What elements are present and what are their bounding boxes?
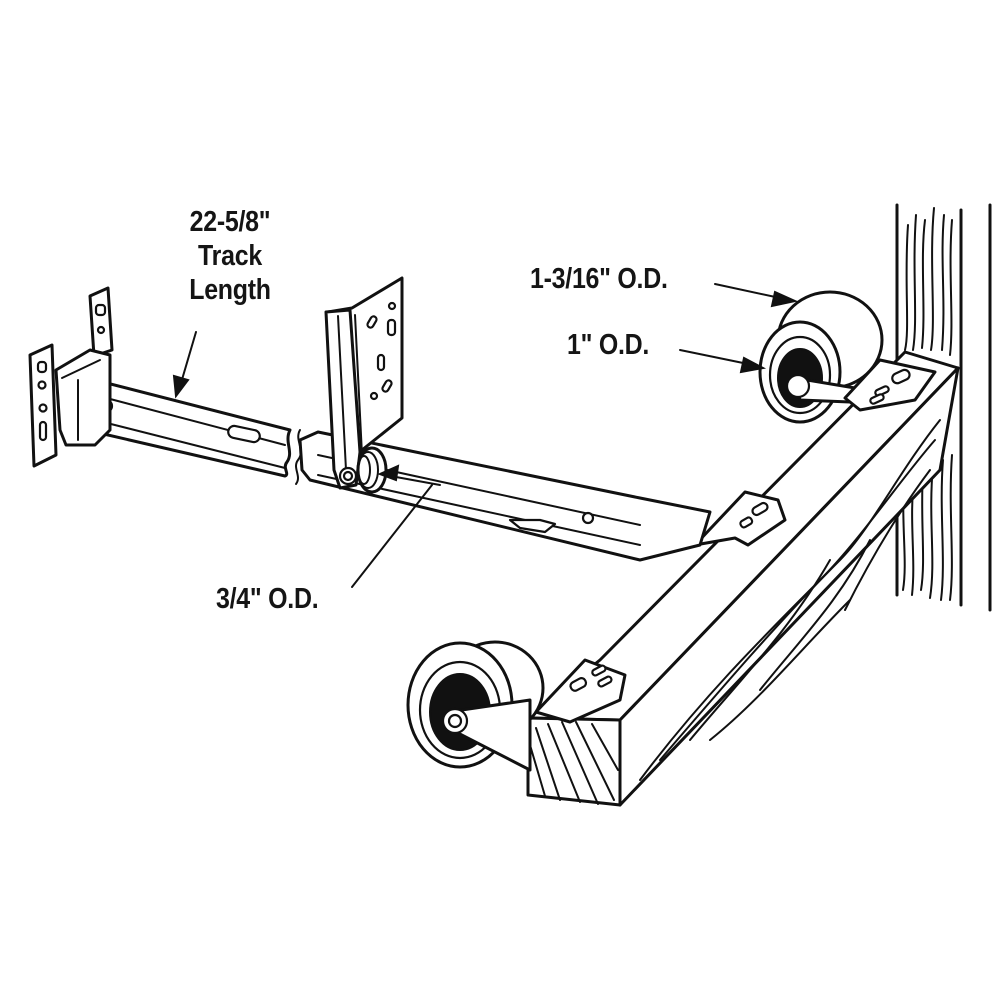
wood-door-bottom-rail	[526, 350, 960, 807]
lower-roller-wheel	[406, 640, 545, 772]
upper-roller-wheel	[758, 290, 884, 424]
track-roller-od-label: 3/4" O.D.	[216, 583, 319, 615]
track-roller	[356, 446, 388, 494]
large-roller-od-label: 1-3/16" O.D.	[530, 263, 668, 295]
vertical-door-bracket	[324, 276, 404, 490]
callout-arrows	[172, 283, 799, 588]
small-roller-od-label: 1" O.D.	[567, 329, 650, 361]
track-length-value: 22-5/8"	[189, 206, 271, 238]
track-length-word2: Length	[189, 274, 271, 306]
upper-mounting-plate	[843, 358, 937, 412]
wall-mount-bracket	[28, 286, 114, 468]
center-mounting-plate	[693, 490, 787, 547]
track-length-label: 22-5/8" Track Length	[161, 205, 299, 307]
lower-mounting-plate	[534, 658, 627, 724]
sliding-track-left	[93, 378, 292, 478]
track-length-word1: Track	[198, 240, 262, 272]
